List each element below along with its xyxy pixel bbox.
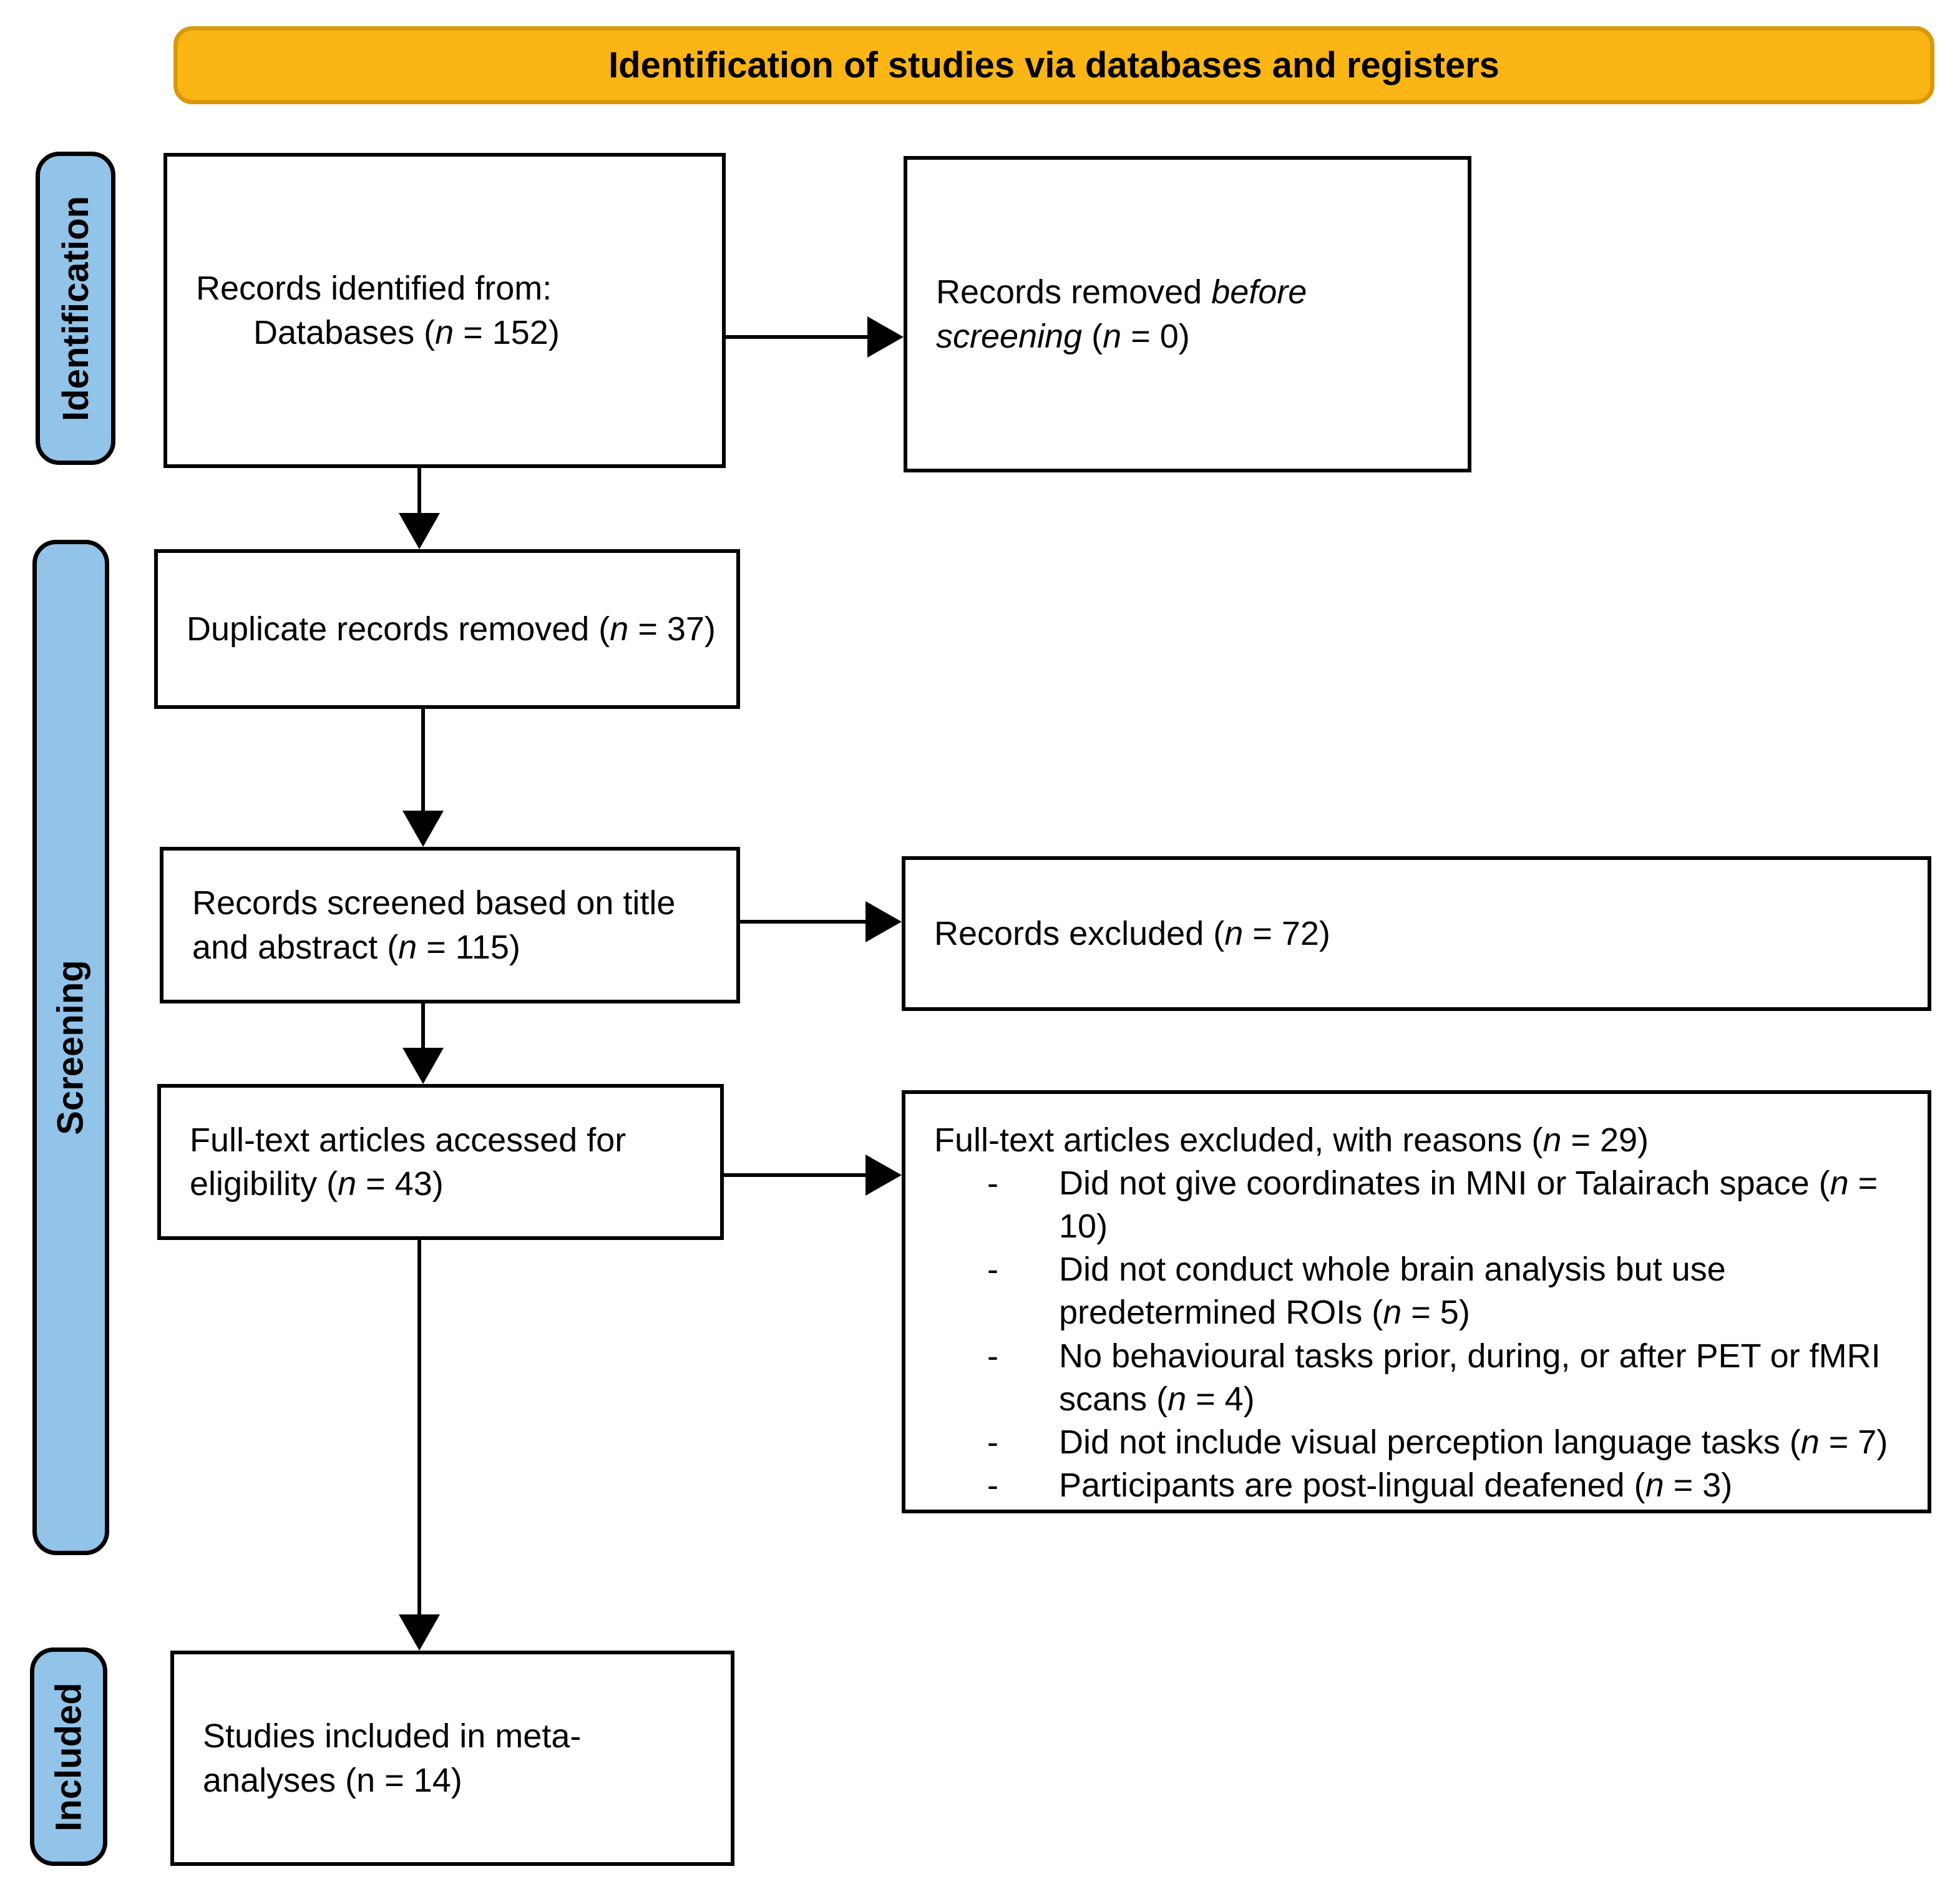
arrow-shaft [417,468,421,517]
duplicate-records-removed-box: Duplicate records removed (n = 37) [154,549,740,709]
banner-title: Identification of studies via databases … [608,45,1499,85]
studies-included-box: Studies included in meta-analyses (n = 1… [170,1651,734,1866]
arrow-shaft [740,920,869,924]
fulltext-excluded-box: Full-text articles excluded, with reason… [902,1090,1931,1513]
stage-label-screening: Screening [32,540,109,1555]
arrow-right-icon [865,1154,902,1196]
stage-label-included: Included [30,1647,107,1866]
stage-label-identification: Identification [36,152,115,465]
arrow-down-icon [402,1048,444,1084]
arrow-down-icon [399,1614,440,1651]
stage-label-screening-text: Screening [51,960,91,1135]
records-excluded-box: Records excluded (n = 72) [902,856,1931,1011]
banner: Identification of studies via databases … [173,26,1934,104]
arrow-right-icon [865,901,902,942]
records-identified-box: Records identified from:Databases (n = 1… [163,153,726,468]
arrow-shaft [724,1173,869,1177]
arrow-right-icon [867,316,904,358]
arrow-down-icon [399,513,440,549]
stage-label-identification-text: Identification [55,195,96,421]
arrow-shaft [421,709,425,814]
arrow-shaft [417,1240,421,1618]
arrow-shaft [726,335,870,339]
arrow-down-icon [402,811,444,847]
arrow-shaft [421,1003,425,1051]
stage-label-included-text: Included [48,1682,89,1832]
